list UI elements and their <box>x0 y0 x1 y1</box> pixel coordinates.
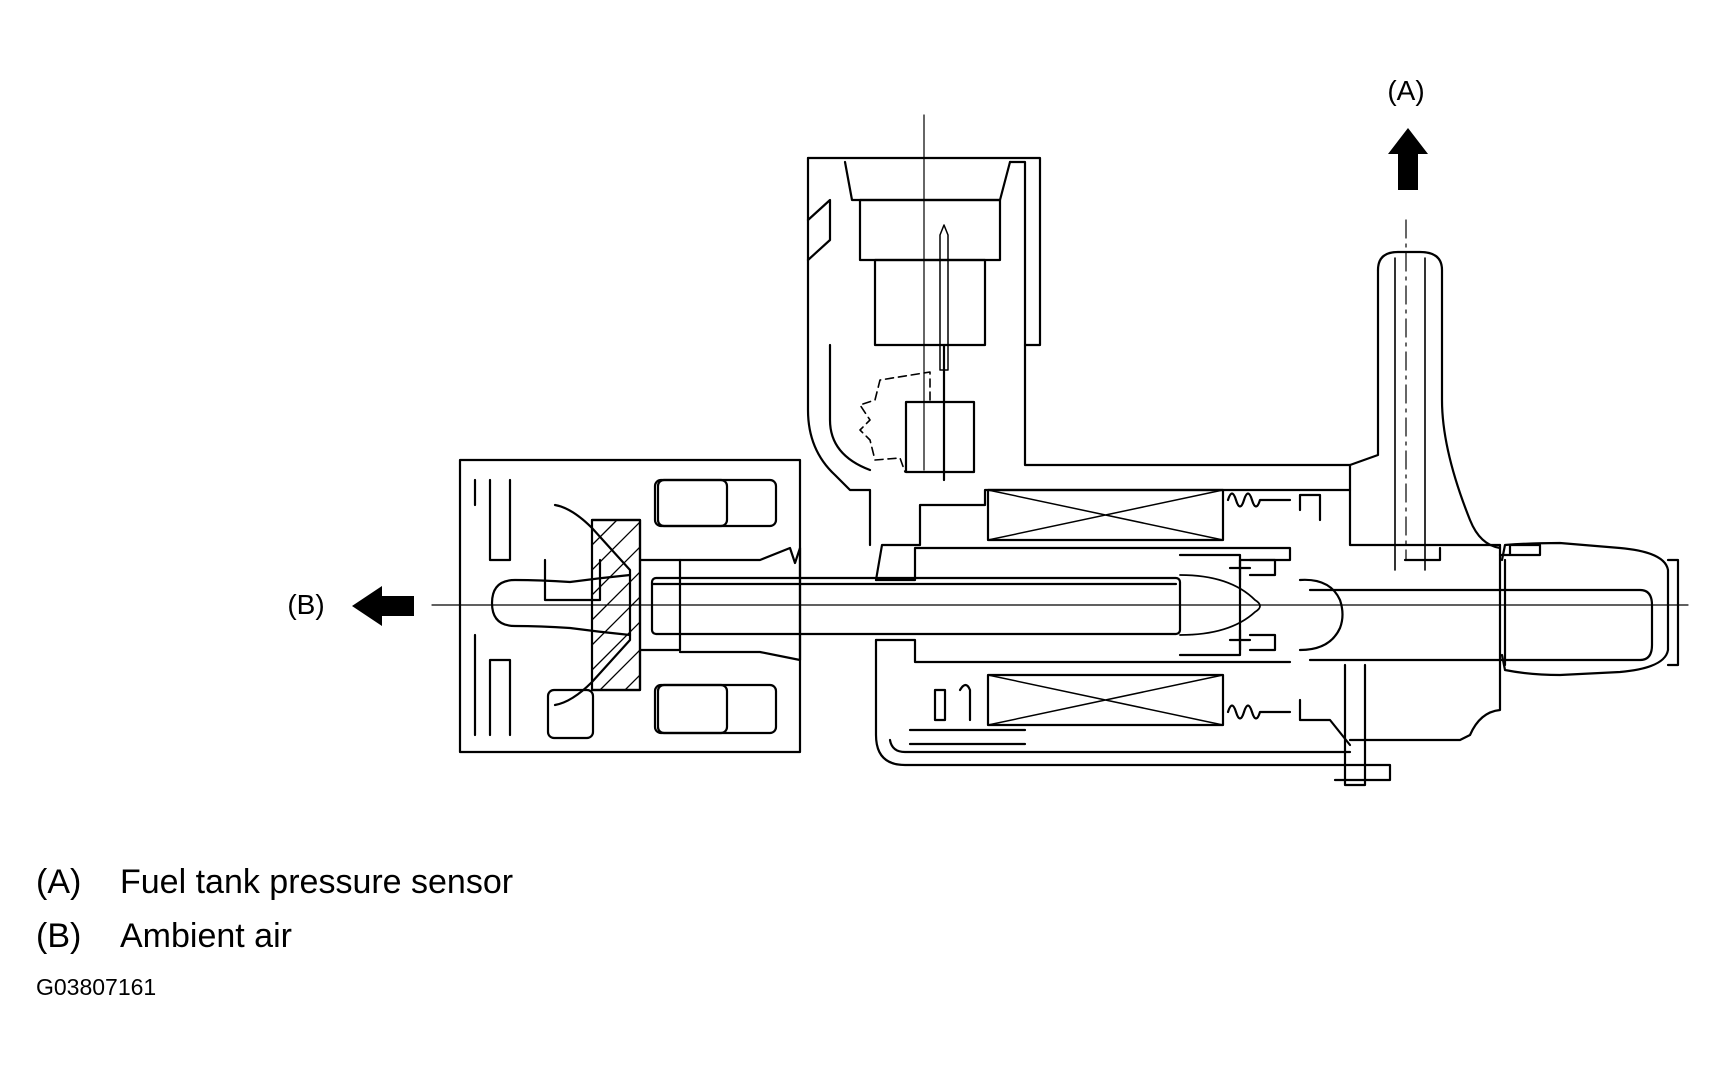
legend-text-b: Ambient air <box>120 917 292 955</box>
solenoid-body <box>874 488 1392 787</box>
legend-text-a: Fuel tank pressure sensor <box>120 863 514 901</box>
arrow-left-icon <box>352 586 414 626</box>
legend-key-a: (A) <box>36 863 82 901</box>
callout-a-label: (A) <box>1387 75 1424 106</box>
figure-id: G03807161 <box>36 974 157 1000</box>
callout-b-label: (B) <box>287 589 324 620</box>
legend-item-a: (A) Fuel tank pressure sensor <box>36 862 513 902</box>
arrow-up-icon <box>1388 128 1428 190</box>
connector-housing <box>806 156 1352 582</box>
legend-item-b: (B) Ambient air <box>36 916 292 956</box>
left-valve-housing <box>458 458 802 754</box>
diaphragm-hatching <box>590 518 642 692</box>
outlet-nozzle <box>1500 541 1680 677</box>
pressure-port <box>1298 250 1654 742</box>
legend-key-b: (B) <box>36 917 82 955</box>
center-lines <box>431 114 1689 606</box>
